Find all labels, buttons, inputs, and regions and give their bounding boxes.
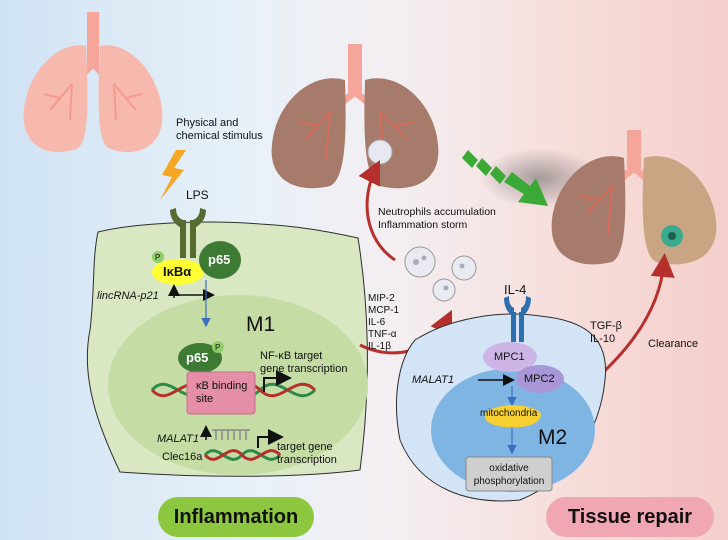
cytokine-il6: IL-6: [368, 317, 386, 328]
mpc1-label: MPC1: [494, 351, 525, 363]
clec16a-label: Clec16a: [162, 451, 203, 463]
ikba-shape: [152, 259, 204, 285]
dna-helix-2: [203, 429, 282, 461]
oxphos-label-line1: oxidative: [489, 463, 529, 474]
malat1-m2-label: MALAT1: [412, 374, 454, 386]
kb-site-label: κB binding site: [196, 380, 247, 406]
cytokine-mip2: MIP-2: [368, 293, 395, 304]
nfkb-label: NF-κB target gene transcription: [260, 350, 347, 376]
mpc2-shape: [516, 365, 564, 393]
oxphos-box: [465, 456, 553, 492]
p-circle-2: [212, 341, 224, 353]
p-label-2: P: [215, 343, 221, 352]
mpc2-label: MPC2: [524, 373, 555, 385]
cytokine-tnfa: TNF-α: [368, 329, 397, 340]
mitochondria-icon: [484, 405, 541, 428]
kb-binding-site-box: [186, 371, 256, 415]
m1-label: M1: [246, 313, 276, 336]
lps-label: LPS: [186, 188, 209, 202]
mitochondria-label: mitochondria: [480, 408, 538, 419]
tissue-repair-pill: Tissue repair: [546, 497, 714, 537]
lightning-icon: [160, 150, 186, 200]
healthy-lung-icon: [23, 12, 163, 153]
p-circle-1: [152, 251, 164, 263]
oxphos-label: oxidative phosphorylation: [470, 462, 548, 488]
m2-label: M2: [538, 426, 568, 449]
neutrophils-label: Neutrophils accumulation Inflammation st…: [378, 206, 496, 232]
cytokine-mcp1: MCP-1: [368, 305, 400, 316]
p65-label: p65: [208, 252, 231, 267]
inflammation-pill: Inflammation: [158, 497, 314, 537]
tgf-label-line2: IL-10: [590, 333, 616, 345]
tgf-label-line1: TGF-β: [590, 320, 622, 332]
nfkb-label-line1: NF-κB target: [260, 350, 323, 362]
mpc1-shape: [483, 342, 537, 372]
oxphos-label-line2: phosphorylation: [473, 476, 545, 487]
nfkb-label-line2: gene transcription: [260, 363, 348, 375]
kb-site-label-line2: site: [196, 393, 214, 405]
p65-nuclear-shape: [178, 343, 222, 373]
p-label-1: P: [155, 253, 161, 262]
ikba-label: IκBα: [163, 264, 192, 279]
stimulus-label-line1: Physical and: [176, 117, 239, 129]
il4-label: IL-4: [504, 282, 527, 297]
neutrophils-label-line2: Inflammation storm: [378, 219, 468, 231]
damaged-lung-icon: [271, 44, 439, 189]
malat1-m1-label: MALAT1: [157, 433, 199, 445]
stimulus-label: Physical and chemical stimulus: [176, 117, 263, 143]
kb-site-label-line1: κB binding: [196, 380, 248, 392]
target-gene-label: target gene transcription: [277, 441, 337, 467]
neutrophil-icons: [404, 246, 477, 302]
neutrophils-label-line1: Neutrophils accumulation: [378, 206, 496, 218]
cytokine-il1b: IL-1β: [368, 341, 391, 352]
target-gene-label-line1: target gene: [277, 441, 333, 453]
target-gene-label-line2: transcription: [277, 454, 337, 466]
lincrna-label: lincRNA-p21: [97, 290, 159, 302]
repaired-lung-icon: [551, 130, 717, 265]
p65-nuclear-label: p65: [186, 350, 209, 365]
lps-receptor-icon: [170, 208, 206, 258]
clearance-label: Clearance: [648, 338, 699, 350]
p65-shape: [199, 241, 241, 279]
tgf-label: TGF-β IL-10: [590, 320, 622, 346]
il4-receptor-icon: [504, 296, 531, 342]
stimulus-label-line2: chemical stimulus: [176, 130, 263, 142]
cytokines-label: MIP-2 MCP-1 IL-6 TNF-α IL-1β: [368, 293, 399, 353]
